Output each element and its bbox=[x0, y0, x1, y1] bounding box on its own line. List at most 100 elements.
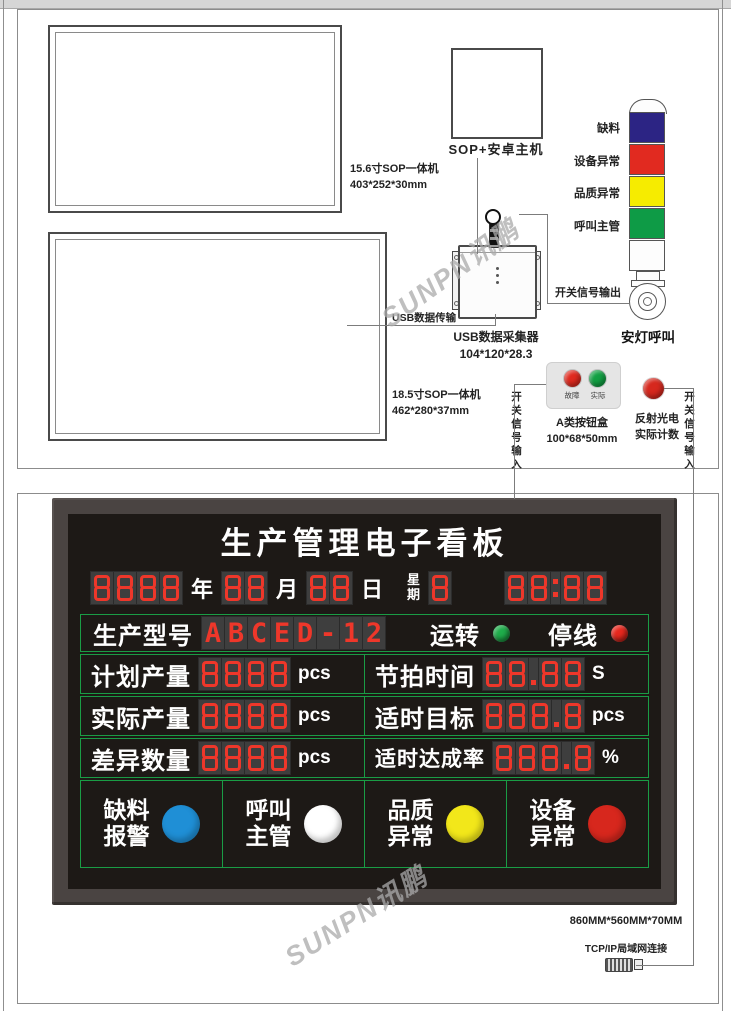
tower-segment-quality bbox=[629, 176, 665, 207]
sop-screen-156-inner bbox=[55, 32, 335, 206]
alarm-cell-supervisor: 呼叫主管 bbox=[222, 781, 364, 867]
usb-transfer-label: USB数据传输 bbox=[392, 312, 457, 324]
signal-in-left-label: 开关信号输入 bbox=[510, 391, 522, 472]
stat-cell-actual: 实际产量 pcs bbox=[81, 697, 364, 735]
stat-display bbox=[482, 657, 585, 691]
tower-label-2: 品质异常 bbox=[574, 188, 620, 200]
stat-display bbox=[198, 699, 291, 733]
year-label: 年 bbox=[191, 577, 214, 602]
signal-in-right-label: 开关信号输入 bbox=[683, 391, 695, 472]
usb-transfer-line-riser bbox=[495, 314, 496, 326]
stop-label: 停线 bbox=[548, 622, 598, 650]
alarm-row: 缺料报警 呼叫主管 品质异常 bbox=[80, 780, 649, 868]
alarm-cell-quality: 品质异常 bbox=[364, 781, 506, 867]
stat-label: 适时达成率 bbox=[375, 748, 485, 771]
stat-label: 计划产量 bbox=[91, 663, 191, 691]
sop-screen-185 bbox=[48, 232, 387, 441]
usb-collector-size: 104*120*28.3 bbox=[459, 347, 533, 362]
run-stop-indicators: 运转 停线 bbox=[430, 616, 636, 651]
board-date-row: 年 月 日 星期 bbox=[68, 564, 661, 612]
andon-caption: 安灯呼叫 bbox=[621, 330, 675, 345]
stat-row: 实际产量 pcs 适时目标 pcs bbox=[80, 696, 649, 736]
month-label: 月 bbox=[276, 577, 299, 602]
stat-cell-diff: 差异数量 pcs bbox=[81, 739, 364, 777]
photoelectric-line2: 实际计数 bbox=[635, 428, 679, 441]
stat-unit: pcs bbox=[298, 747, 331, 768]
signal-in-left-line-v bbox=[514, 384, 515, 499]
tower-label-0: 缺料 bbox=[597, 123, 620, 135]
week-display bbox=[428, 571, 453, 605]
left-edge-line bbox=[3, 0, 4, 1011]
tower-label-3: 呼叫主管 bbox=[574, 221, 620, 233]
fault-button bbox=[564, 370, 581, 387]
sop-screen-185-label: 18.5寸SOP一体机 462*280*37mm bbox=[392, 388, 481, 420]
day-label: 日 bbox=[361, 577, 384, 602]
actual-button bbox=[589, 370, 606, 387]
antenna-icon bbox=[485, 209, 501, 225]
photoelectric-line1: 反射光电 bbox=[635, 413, 679, 425]
button-box-size: 100*68*50mm bbox=[546, 432, 618, 445]
board-size-label: 860MM*560MM*70MM bbox=[569, 915, 683, 927]
tower-base-mount bbox=[629, 283, 666, 320]
stat-unit: pcs bbox=[298, 663, 331, 684]
host-to-collector-line bbox=[477, 158, 478, 254]
sop-screen-185-inner bbox=[55, 239, 380, 434]
sop-android-host-label: SOP+安卓主机 bbox=[448, 142, 544, 157]
board-title: 生产管理电子看板 bbox=[220, 525, 509, 561]
alarm-lamp-blue bbox=[161, 805, 200, 843]
usb-transfer-line bbox=[347, 325, 496, 326]
alarm-lamp-red bbox=[587, 805, 626, 843]
alarm-cell-equipment: 设备异常 bbox=[506, 781, 648, 867]
alarm-label: 设备异常 bbox=[529, 797, 576, 849]
tower-segment-base-white bbox=[629, 240, 665, 271]
alarm-cell-shortage: 缺料报警 bbox=[81, 781, 222, 867]
stat-cell-rate: 适时达成率 % bbox=[364, 739, 648, 777]
usb-collector-box bbox=[458, 245, 537, 319]
sop-screen-185-name: 18.5寸SOP一体机 bbox=[392, 389, 481, 401]
stat-unit: % bbox=[602, 747, 619, 768]
run-indicator bbox=[493, 624, 510, 642]
stat-label: 适时目标 bbox=[375, 705, 475, 733]
stat-label: 差异数量 bbox=[91, 747, 191, 775]
photoelectric-label: 反射光电 实际计数 bbox=[628, 412, 686, 444]
alarm-label: 缺料报警 bbox=[103, 797, 150, 849]
signal-in-left-line-h bbox=[514, 384, 546, 385]
month-display bbox=[221, 571, 269, 605]
alarm-label: 品质异常 bbox=[387, 797, 434, 849]
stat-display bbox=[492, 741, 595, 775]
alarm-lamp-yellow bbox=[445, 805, 484, 843]
tower-base-center bbox=[643, 297, 652, 306]
button-box bbox=[546, 362, 621, 409]
day-display bbox=[306, 571, 354, 605]
sop-screen-156 bbox=[48, 25, 342, 213]
photoelectric-sensor bbox=[643, 378, 664, 399]
sop-screen-185-size: 462*280*37mm bbox=[392, 404, 470, 417]
sop-android-host-box bbox=[451, 48, 543, 139]
alarm-label: 呼叫主管 bbox=[245, 797, 292, 849]
week-label: 星期 bbox=[407, 572, 421, 602]
stat-display bbox=[482, 699, 585, 733]
stat-row: 计划产量 pcs 节拍时间 S bbox=[80, 654, 649, 694]
tcpip-label: TCP/IP局域网连接 bbox=[584, 944, 668, 955]
button-box-label: A类按钮盒 100*68*50mm bbox=[532, 416, 632, 448]
stat-display bbox=[198, 741, 291, 775]
tcpip-connector-icon bbox=[605, 958, 633, 972]
actual-button-label: 实际 bbox=[590, 391, 606, 400]
tcpip-line bbox=[636, 965, 694, 966]
signal-out-line-a bbox=[519, 214, 548, 215]
stat-unit: pcs bbox=[592, 705, 625, 726]
fault-button-label: 故障 bbox=[564, 391, 580, 400]
tower-segment-supervisor bbox=[629, 208, 665, 239]
button-box-name: A类按钮盒 bbox=[556, 417, 608, 429]
stop-indicator bbox=[611, 624, 628, 642]
year-display bbox=[90, 571, 183, 605]
signal-out-line-b bbox=[547, 214, 548, 304]
stat-unit: S bbox=[592, 663, 605, 684]
tower-base-inner-ring bbox=[638, 292, 657, 311]
signal-in-right-line-h bbox=[664, 388, 694, 389]
signal-out-label: 开关信号输出 bbox=[555, 287, 621, 299]
